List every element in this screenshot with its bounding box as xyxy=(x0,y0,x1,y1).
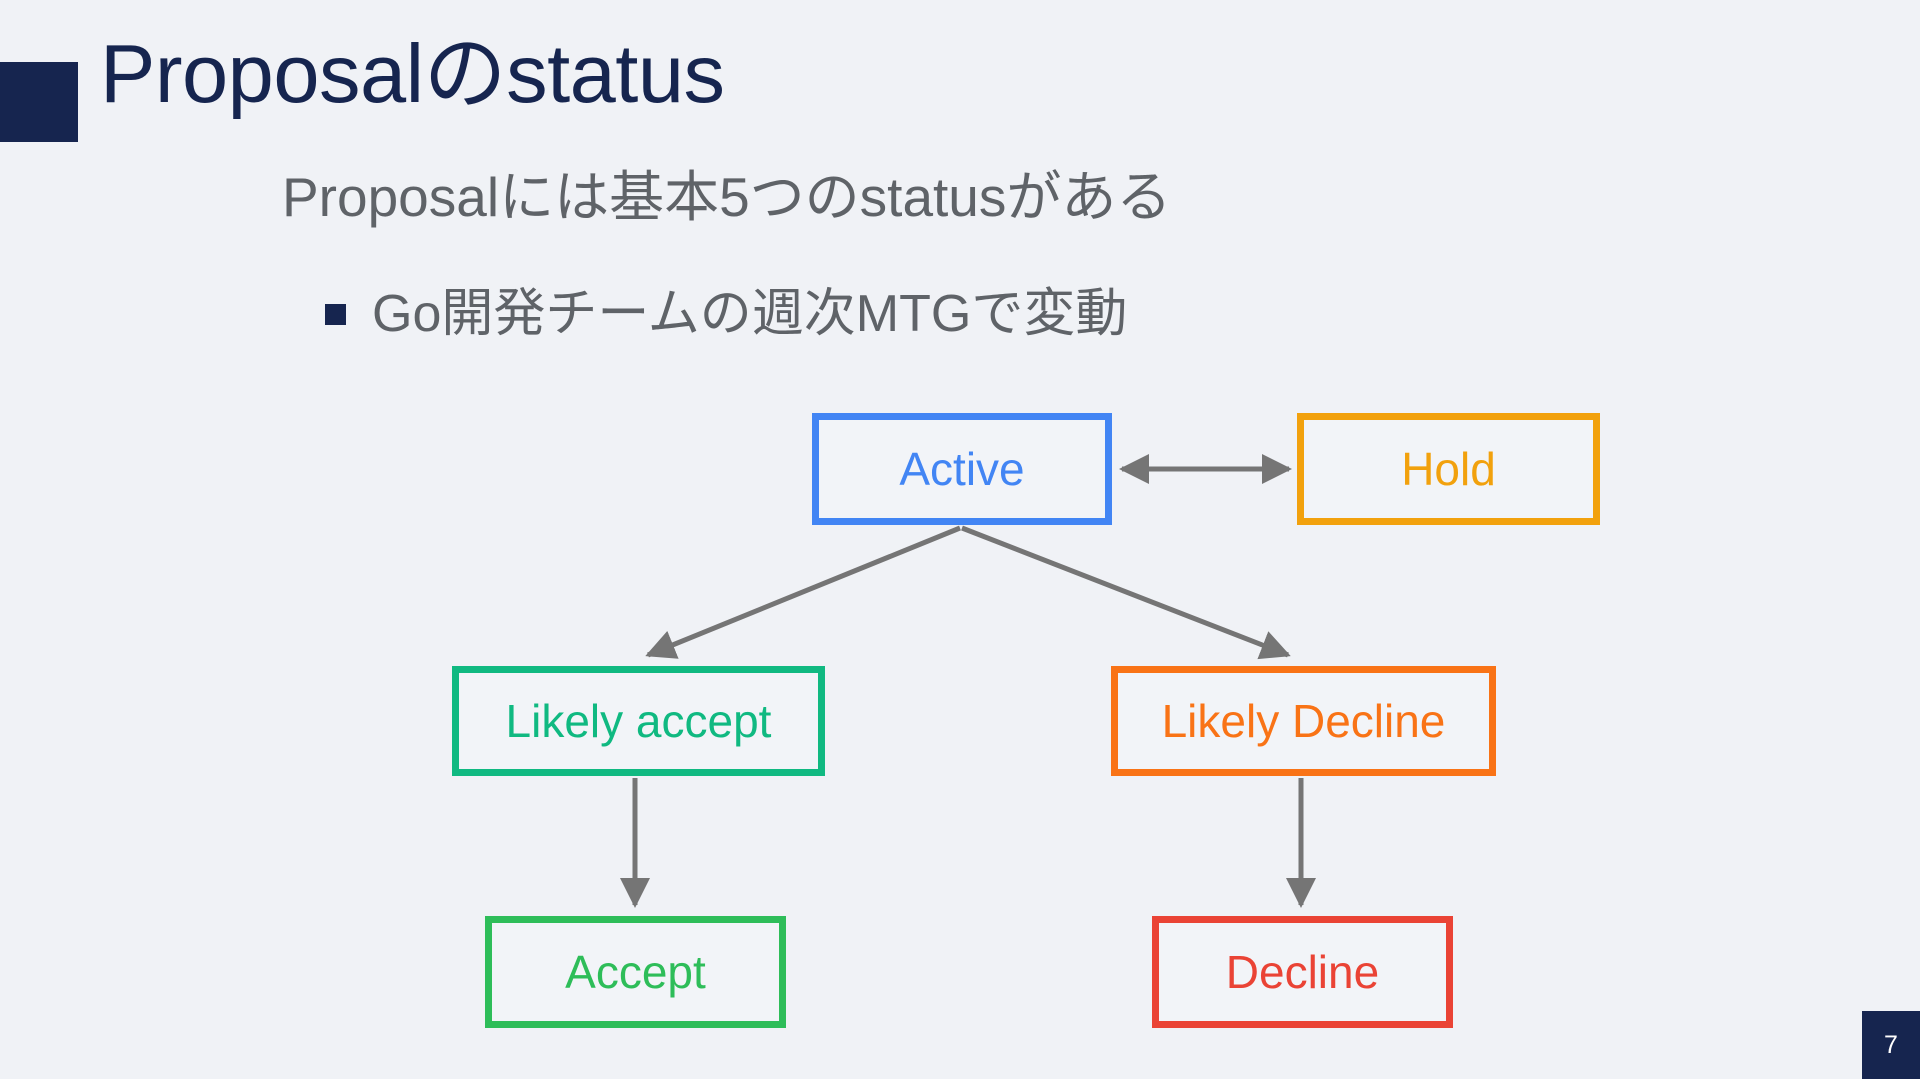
node-decline[interactable]: Decline xyxy=(1152,916,1453,1028)
bullet-item-label: Go開発チームの週次MTGで変動 xyxy=(372,285,1128,343)
node-hold-label: Hold xyxy=(1401,443,1496,495)
node-hold[interactable]: Hold xyxy=(1297,413,1600,525)
square-bullet-icon xyxy=(325,303,346,325)
node-likely-decline-label: Likely Decline xyxy=(1161,695,1446,747)
node-active-label: Active xyxy=(899,443,1025,495)
node-likely-decline[interactable]: Likely Decline xyxy=(1111,666,1496,776)
page-title: Proposalのstatus xyxy=(100,27,725,120)
node-active[interactable]: Active xyxy=(812,413,1112,525)
page-number-block: 7 xyxy=(1862,1011,1920,1079)
node-likely-accept-label: Likely accept xyxy=(505,695,772,747)
page-number: 7 xyxy=(1884,1030,1898,1059)
node-accept-label: Accept xyxy=(565,946,706,998)
slide-subtitle: Proposalには基本5つのstatusがある xyxy=(282,166,1172,228)
node-likely-accept[interactable]: Likely accept xyxy=(452,666,825,776)
bullet-list-item: Go開発チームの週次MTGで変動 xyxy=(325,288,1127,340)
edge-active-likely-decline xyxy=(961,525,1291,660)
node-decline-label: Decline xyxy=(1225,946,1380,998)
node-accept[interactable]: Accept xyxy=(485,916,786,1028)
title-accent-marker xyxy=(0,62,78,142)
edge-active-likely-accept xyxy=(645,525,961,659)
